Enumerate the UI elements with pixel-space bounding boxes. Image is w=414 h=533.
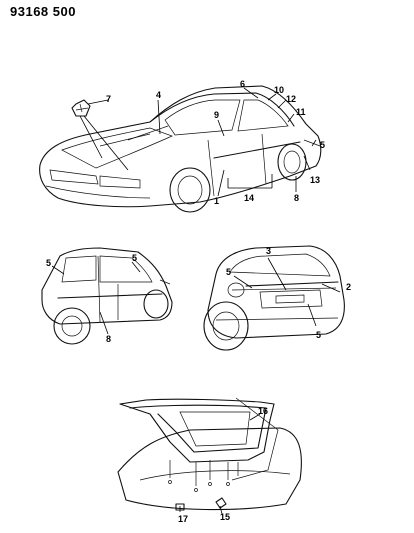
callout-10: 10 [274,85,284,95]
car-side-view-leaders [51,261,141,335]
callout-5: 5 [46,258,51,268]
callout-15: 15 [220,512,230,522]
car-front-view [39,85,322,213]
car-side-view [41,247,173,345]
callout-12: 12 [286,94,296,104]
callout-14: 14 [244,193,254,203]
pentastar-emblem-icon [71,99,91,117]
clip-icon [175,503,185,511]
callout-5: 5 [316,330,321,340]
car-rear-view-leaders [233,257,341,327]
callout-9: 9 [214,110,219,120]
spoiler-view-leaders [179,413,261,515]
callout-2: 2 [346,282,351,292]
callout-17: 17 [178,514,188,524]
car-rear-view [203,245,345,351]
callout-16: 16 [258,406,268,416]
callout-5: 5 [226,267,231,277]
callout-7: 7 [106,94,111,104]
clip-icon [215,497,227,509]
callout-5: 5 [132,253,137,263]
callout-5: 5 [320,140,325,150]
car-front-view-leaders [79,87,317,197]
spoiler-exploded-view [117,397,302,511]
callout-6: 6 [240,79,245,89]
callout-8: 8 [294,193,299,203]
callout-8: 8 [106,334,111,344]
callout-13: 13 [310,175,320,185]
diagram-reference-number: 93168 500 [10,4,76,19]
callout-1: 1 [214,196,219,206]
callout-3: 3 [266,246,271,256]
callout-11: 11 [296,107,306,117]
callout-4: 4 [156,90,161,100]
